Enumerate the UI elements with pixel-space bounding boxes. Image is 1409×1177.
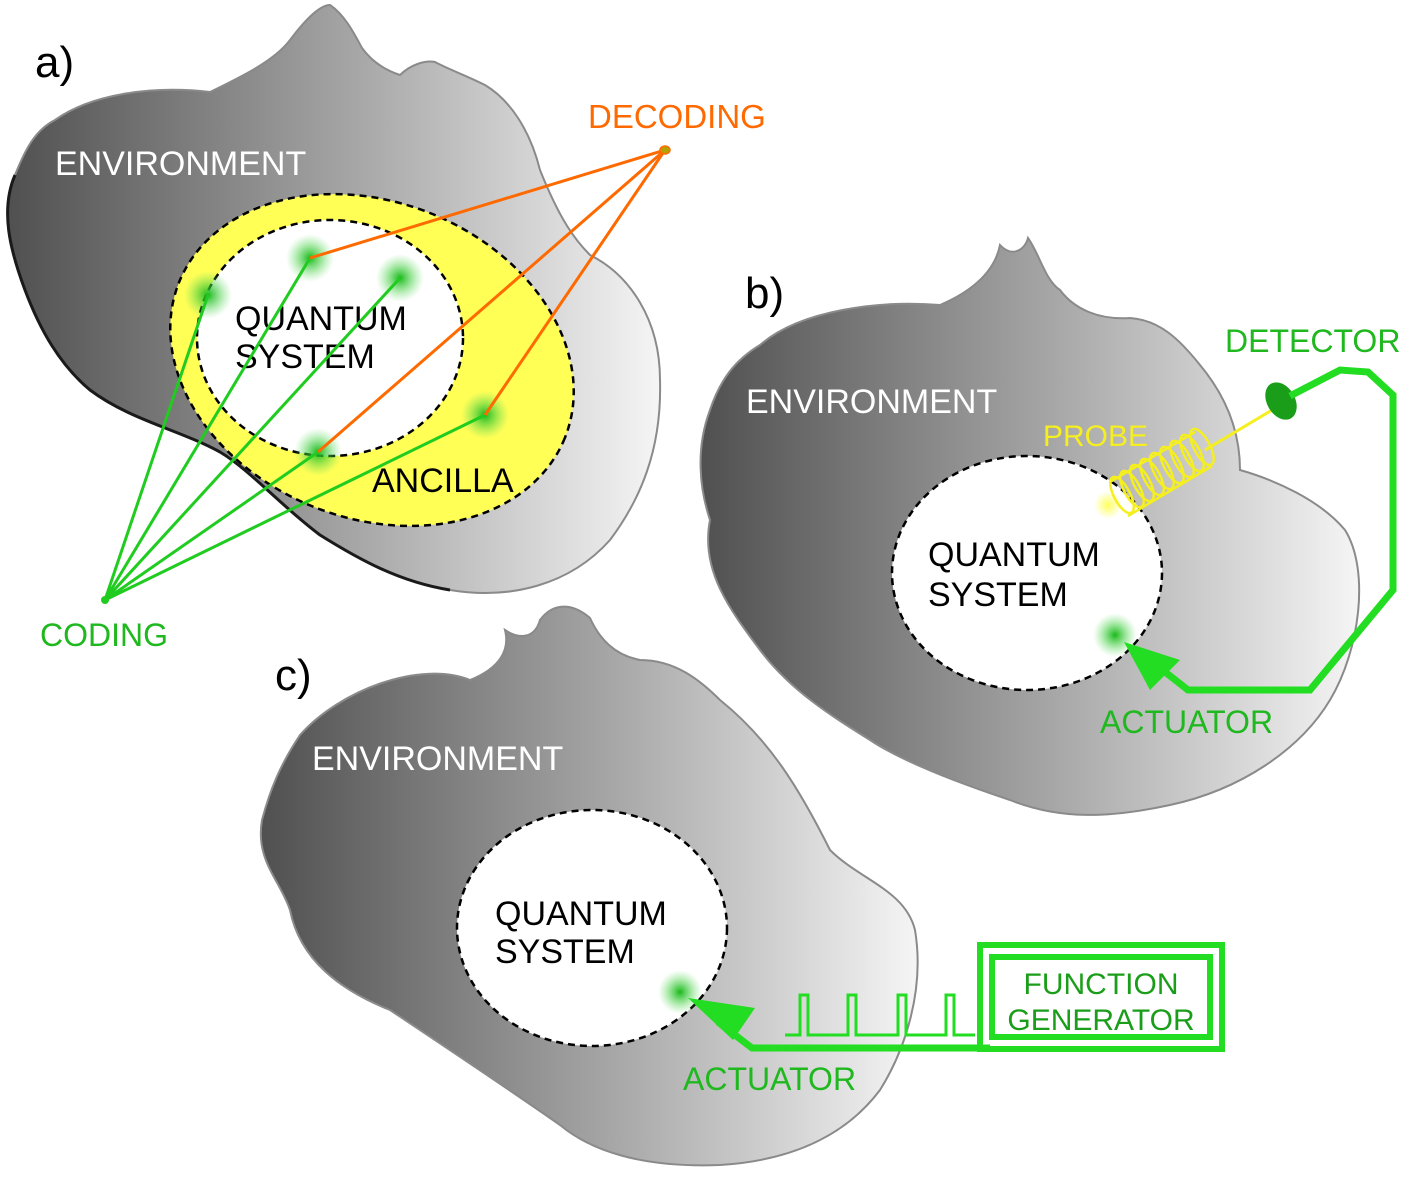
panel-b-label: b) — [745, 269, 784, 318]
actuator-label-b: ACTUATOR — [1100, 704, 1273, 740]
panel-c-label: c) — [275, 651, 312, 700]
feedback-loop-b — [1157, 366, 1397, 694]
coding-lines — [103, 257, 486, 602]
decoding-label: DECODING — [588, 98, 766, 135]
quantum-system-b-line2: SYSTEM — [928, 576, 1068, 614]
environment-label-b: ENVIRONMENT — [746, 383, 997, 421]
coding-label: CODING — [40, 617, 168, 653]
panel-a: a) ENVIRONMENT QUANTUM SYSTEM ANCILLA — [6, 3, 766, 653]
environment-label-a: ENVIRONMENT — [55, 145, 306, 183]
function-generator-line2: GENERATOR — [1007, 1004, 1194, 1037]
function-generator-line1: FUNCTION — [1024, 968, 1179, 1001]
quantum-system-b-line1: QUANTUM — [928, 536, 1100, 574]
decoding-point — [659, 145, 671, 155]
probe-coil — [1109, 427, 1215, 518]
panel-a-label: a) — [35, 38, 74, 87]
panel-c: c) ENVIRONMENT QUANTUM SYSTEM FUNCTION G… — [259, 605, 1225, 1167]
probe-label: PROBE — [1043, 420, 1148, 453]
ancilla-label: ANCILLA — [372, 462, 514, 500]
actuator-label-c: ACTUATOR — [683, 1061, 856, 1097]
quantum-system-c-line1: QUANTUM — [495, 895, 667, 933]
detector — [1265, 382, 1297, 420]
quantum-system-a-line2: SYSTEM — [235, 338, 375, 376]
environment-label-c: ENVIRONMENT — [312, 740, 563, 778]
detector-label: DETECTOR — [1225, 323, 1400, 359]
panel-b: b) ENVIRONMENT QUANTUM SYSTEM PROBE DETE… — [699, 235, 1400, 816]
quantum-system-a-line1: QUANTUM — [235, 300, 407, 338]
decoding-lines — [309, 148, 667, 454]
pulse-train — [785, 993, 975, 1037]
actuator-arrow-b — [1124, 642, 1180, 690]
function-generator-outer — [977, 942, 1225, 1052]
function-generator-inner — [989, 954, 1213, 1040]
environment-edge-a — [6, 174, 451, 592]
actuator-glow-b — [1093, 613, 1137, 657]
actuator-glow-c — [658, 970, 702, 1014]
coding-point — [101, 596, 109, 604]
quantum-system-c-line2: SYSTEM — [495, 933, 635, 971]
probe-wire — [1204, 408, 1273, 452]
actuator-arrow-c — [688, 998, 755, 1040]
